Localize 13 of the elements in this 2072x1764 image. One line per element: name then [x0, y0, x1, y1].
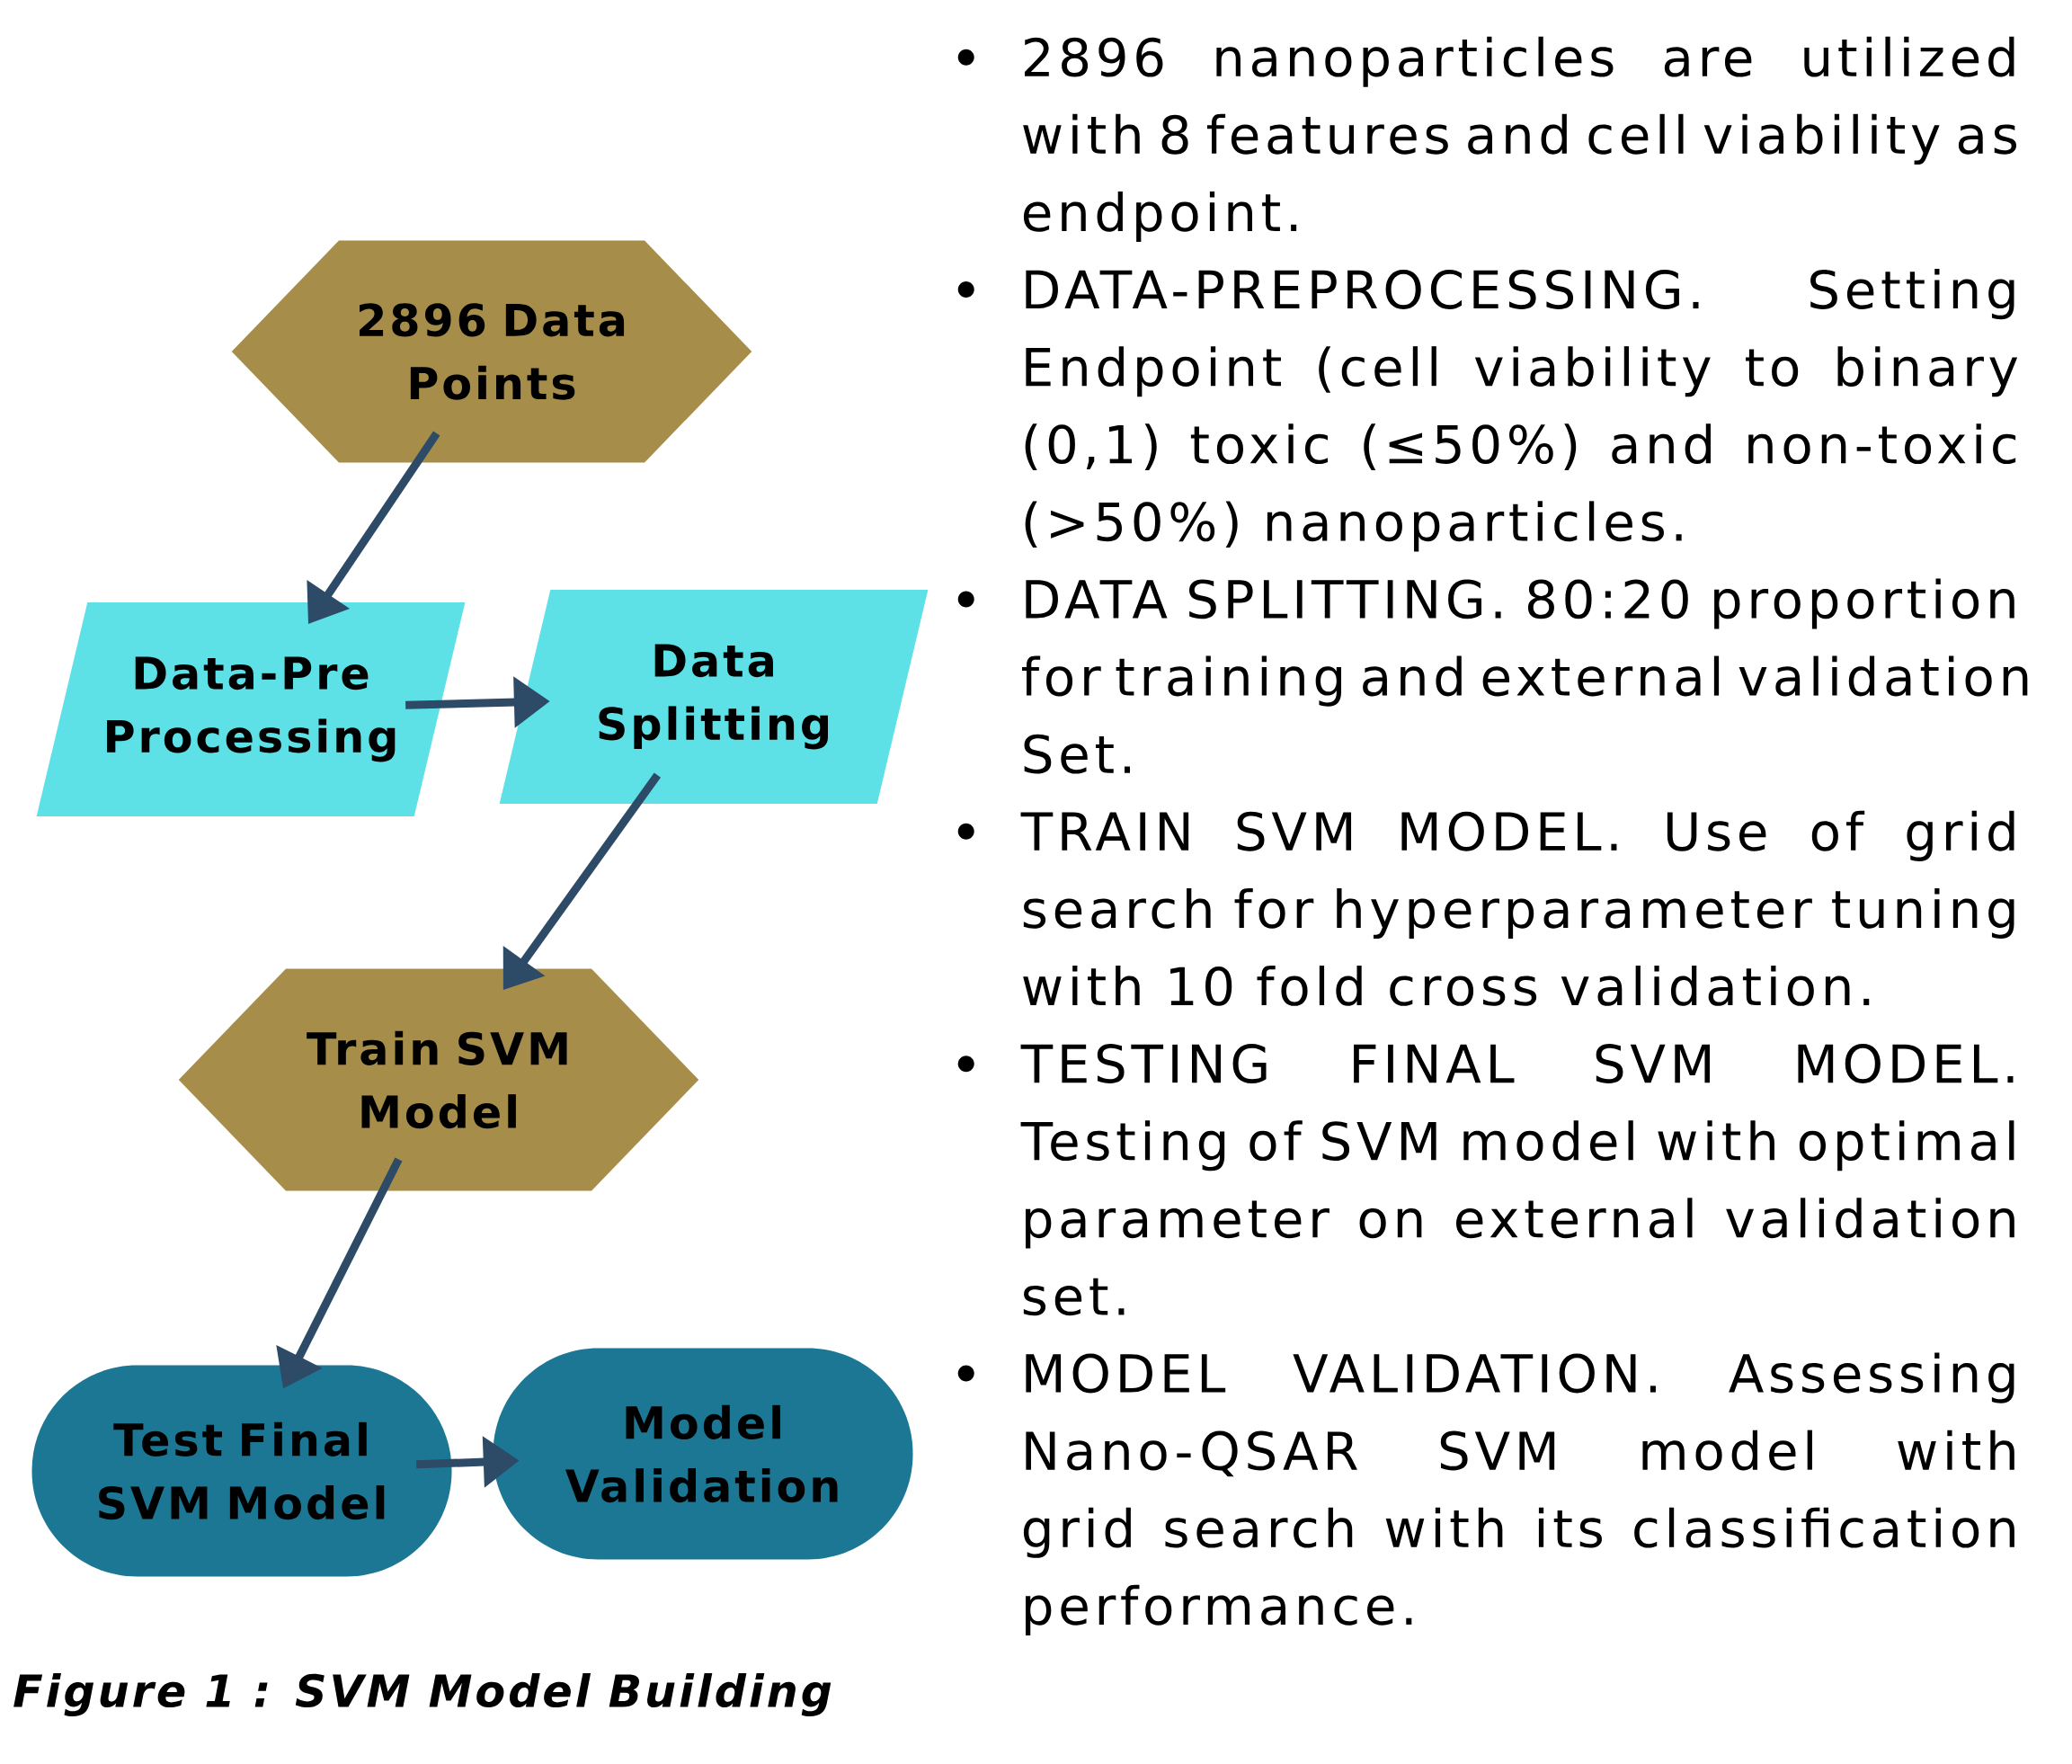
bullet-text: 2896 nanoparticles are utilized with 8 features and cell viability as endpoint. — [1023, 36, 2016, 243]
bullet-text: TRAIN SVM MODEL. Use of grid search for hyperparameter tuning with 10 fold cross validation. — [1020, 810, 2014, 1006]
bullet-text: MODEL VALIDATION. Assessing Nano-QSAR SVM model with grid search with its classification performance. — [1023, 1352, 2014, 1635]
bullet-text: DATA-PREPROCESSING. Setting Endpoint (cell viability to binary (0,1) toxic (≤50%) and non-toxic (>50%) nanoparticles. — [1025, 269, 2018, 552]
parallelogram-node: Data-Pre Processing — [36, 602, 466, 816]
rounded-node: Test Final SVM Model — [31, 1365, 452, 1577]
bullet-text: DATA SPLITTING. 80:20 proportion for training and external validation Set. — [1022, 578, 2028, 774]
parallelogram-node: Data Splitting — [499, 590, 929, 804]
rounded-node: Model Validation — [493, 1348, 913, 1560]
bullet-text: TESTING FINAL SVM MODEL. Testing of SVM model with optimal parameter on external validation set. — [1020, 1044, 2014, 1316]
hexagon-node: Train SVM Model — [178, 968, 699, 1191]
hexagon-node: 2896 Data Points — [231, 240, 752, 463]
caption: Figure 1 : SVM Model Building — [13, 1673, 831, 1717]
